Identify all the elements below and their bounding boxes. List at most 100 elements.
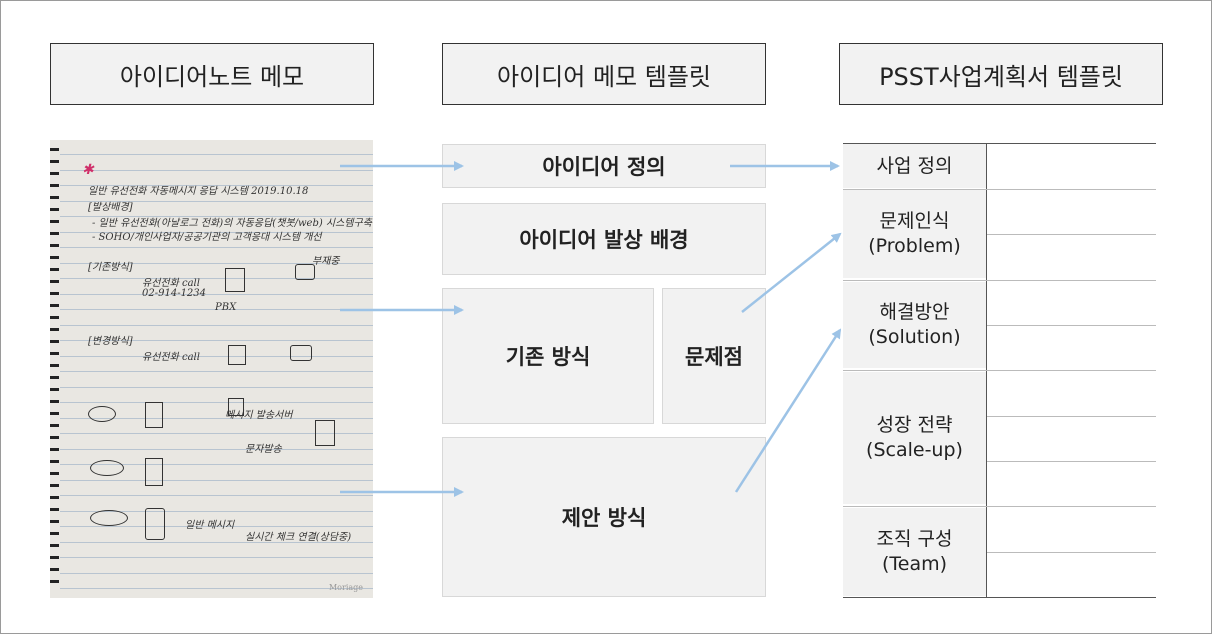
notebook-line: 일반 메시지: [185, 520, 235, 531]
spiral-ring: [50, 496, 59, 499]
spiral-ring: [50, 448, 59, 451]
header-psst-template: PSST사업계획서 템플릿: [839, 43, 1163, 105]
spiral-ring: [50, 508, 59, 511]
notebook-brand: Moriage: [328, 583, 363, 592]
ruled-line: [60, 417, 373, 419]
oval-doodle: [90, 460, 124, 476]
spiral-ring: [50, 484, 59, 487]
ruled-line: [60, 293, 373, 295]
notebook-photo: ✱ 일반 유선전화 자동메시지 응답 시스템 2019.10.18 [발상배경]…: [50, 140, 373, 598]
oval-doodle: [88, 406, 116, 422]
arrow-problem-to-psst-problem: [741, 232, 842, 313]
spiral-ring: [50, 472, 59, 475]
document-doodle: [315, 420, 335, 446]
spiral-ring: [50, 340, 59, 343]
ruled-line: [60, 588, 373, 589]
phone-doodle: [290, 345, 312, 361]
table-row-line: [987, 552, 1156, 553]
ruled-line: [60, 464, 373, 465]
row-sublabel: (Team): [881, 553, 948, 575]
notebook-line: 부재중: [312, 256, 340, 267]
spiral-ring: [50, 460, 59, 463]
notebook-line: [변경방식]: [88, 336, 133, 347]
ruled-line: [60, 386, 373, 388]
spiral-ring: [50, 364, 59, 367]
table-row-line: [987, 416, 1156, 417]
ruled-line: [60, 154, 373, 155]
spiral-ring: [50, 376, 59, 379]
spiral-ring: [50, 160, 59, 163]
ruled-line: [60, 200, 373, 202]
device-doodle: [145, 402, 163, 428]
phone-screen-doodle: [145, 458, 163, 486]
ruled-line: [60, 433, 373, 434]
spiral-ring: [50, 352, 59, 355]
row-business-definition: 사업 정의: [843, 144, 986, 188]
box-problem: 문제점: [662, 288, 766, 424]
star-mark: ✱: [82, 162, 94, 178]
ruled-line: [60, 510, 373, 512]
ruled-line: [60, 526, 373, 527]
server-doodle: [228, 345, 246, 365]
spiral-ring: [50, 544, 59, 547]
spiral-ring: [50, 436, 59, 439]
ruled-line: [60, 495, 373, 496]
notebook-line: - 일반 유선전화(아날로그 전화)의 자동응답(챗봇/web) 시스템구축: [92, 218, 372, 229]
row-problem: 문제인식 (Problem): [843, 190, 986, 278]
table-row-line: [843, 506, 1156, 507]
spiral-ring: [50, 568, 59, 571]
notebook-line: 실시간 체크 연결(상담중): [245, 532, 352, 543]
spiral-ring: [50, 304, 59, 307]
ruled-line: [60, 355, 373, 357]
ruled-line: [60, 231, 373, 233]
spiral-ring: [50, 256, 59, 259]
spiral-ring: [50, 268, 59, 271]
notebook-line: PBX: [215, 302, 237, 313]
spiral-ring: [50, 244, 59, 247]
table-border: [843, 143, 1156, 144]
row-scaleup: 성장 전략 (Scale-up): [843, 372, 986, 504]
spiral-ring: [50, 148, 59, 151]
ruled-line: [60, 402, 373, 403]
notebook-line: 일반 유선전화 자동메시지 응답 시스템 2019.10.18: [88, 186, 309, 197]
oval-doodle: [90, 510, 128, 526]
spiral-ring: [50, 280, 59, 283]
table-row-line: [843, 189, 1156, 190]
spiral-ring: [50, 400, 59, 403]
spiral-ring: [50, 580, 59, 583]
header-idea-note-memo: 아이디어노트 메모: [50, 43, 374, 105]
spiral-ring: [50, 316, 59, 319]
table-row-line: [843, 280, 1156, 281]
row-sublabel: (Solution): [868, 326, 961, 348]
table-border: [843, 597, 1156, 598]
notebook-line: 유선전화 call: [142, 278, 200, 289]
spiral-ring: [50, 184, 59, 187]
ruled-line: [60, 185, 373, 186]
table-row-line: [843, 370, 1156, 371]
header-idea-memo-template: 아이디어 메모 템플릿: [442, 43, 766, 105]
spiral-ring: [50, 520, 59, 523]
spiral-ring: [50, 328, 59, 331]
ruled-line: [60, 247, 373, 248]
box-idea-definition: 아이디어 정의: [442, 144, 766, 188]
server-doodle: [228, 398, 244, 416]
spiral-ring: [50, 412, 59, 415]
ruled-line: [60, 557, 373, 558]
row-label: 문제인식: [879, 210, 950, 233]
pbx-doodle: [225, 268, 245, 292]
notebook-line: 문자발송: [245, 444, 282, 455]
row-sublabel: (Problem): [868, 235, 961, 257]
ruled-line: [60, 169, 373, 171]
ruled-line: [60, 572, 373, 574]
spiral-ring: [50, 532, 59, 535]
table-row-line: [987, 461, 1156, 462]
ruled-line: [60, 448, 373, 450]
ruled-line: [60, 340, 373, 341]
table-row-line: [987, 234, 1156, 235]
spiral-ring: [50, 196, 59, 199]
row-team: 조직 구성 (Team): [843, 508, 986, 596]
ruled-line: [60, 278, 373, 279]
row-label: 성장 전략: [876, 414, 953, 437]
phone-doodle: [295, 264, 315, 280]
